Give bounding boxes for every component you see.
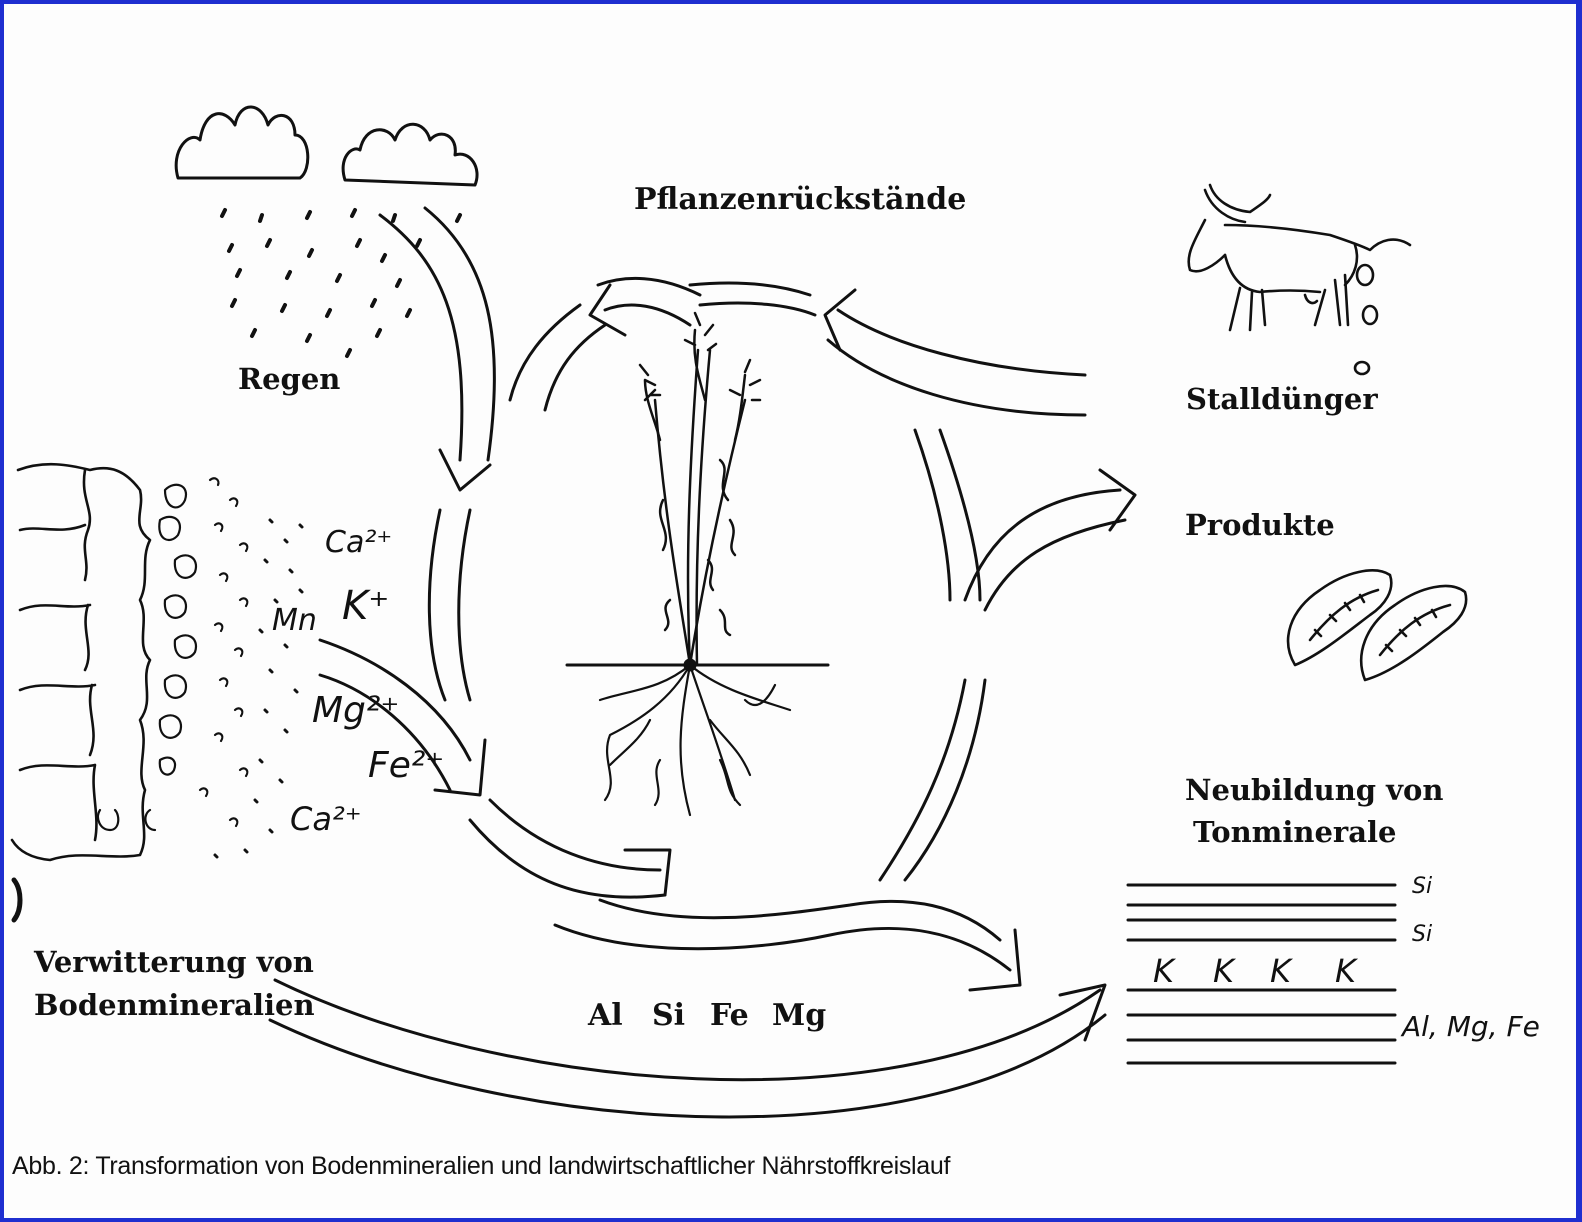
element-si: Si <box>652 998 685 1033</box>
element-mg: Mg <box>772 998 826 1033</box>
ion-ca-bottom: Ca²⁺ <box>290 800 362 838</box>
weathered-fragments <box>98 478 247 830</box>
label-manure: Stalldünger <box>1186 382 1378 416</box>
ion-k: K⁺ <box>342 583 389 629</box>
bread-icon <box>1288 570 1466 680</box>
cereal-plant-icon <box>640 313 760 665</box>
roots <box>600 665 790 815</box>
ion-mn: Mn <box>272 603 317 638</box>
label-products: Produkte <box>1185 508 1335 542</box>
ion-ca-top: Ca²⁺ <box>325 525 392 560</box>
rain-arrow <box>380 215 462 460</box>
cow-icon <box>1189 185 1410 374</box>
cloud-right-icon <box>343 124 477 185</box>
clay-si-top: Si <box>1412 874 1432 899</box>
ion-mg: Mg²⁺ <box>312 690 399 731</box>
rain-drops <box>222 210 460 356</box>
cloud-left-icon <box>176 107 308 178</box>
bedrock-icon <box>12 464 150 860</box>
clay-k-3: K <box>1270 952 1291 990</box>
clay-al-mg-fe: Al, Mg, Fe <box>1402 1010 1540 1043</box>
fine-particles <box>215 520 302 857</box>
label-clay-formation-line2: Tonminerale <box>1193 815 1396 849</box>
label-rain: Regen <box>238 362 340 396</box>
ion-fe: Fe²⁺ <box>368 745 444 786</box>
element-fe: Fe <box>710 998 749 1033</box>
label-plant-residues: Pflanzenrückstände <box>634 182 966 217</box>
label-weathering-line1: Verwitterung von <box>34 945 314 979</box>
weathering-arrow <box>275 980 1100 1080</box>
manure-arrow <box>838 310 1085 375</box>
clay-k-1: K <box>1153 952 1174 990</box>
element-al: Al <box>588 998 623 1033</box>
products-arrow <box>965 490 1120 600</box>
clay-k-2: K <box>1213 952 1234 990</box>
residue-arrow <box>605 305 690 325</box>
clay-si-second: Si <box>1412 922 1432 947</box>
figure-caption: Abb. 2: Transformation von Bodenminerali… <box>12 1152 950 1181</box>
clay-k-4: K <box>1335 952 1356 990</box>
label-weathering-line2: Bodenmineralien <box>34 988 315 1022</box>
label-clay-formation-line1: Neubildung von <box>1185 773 1443 807</box>
